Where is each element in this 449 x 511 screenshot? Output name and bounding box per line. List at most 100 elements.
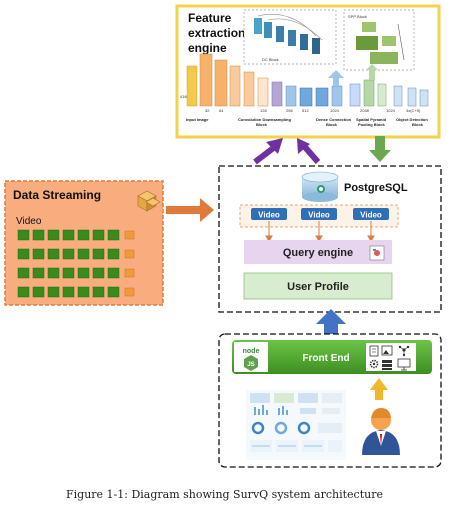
feature-extraction-block: Feature extraction engine DC Block SPP B… [175,4,441,139]
dim-2: 64 [219,108,224,113]
data-streaming-title: Data Streaming [13,188,101,202]
user-profile-label: User Profile [287,281,349,293]
video-frame [47,267,60,279]
video-frame [62,286,75,298]
dim-9: 3x(C+5) [406,108,421,113]
dc-block-inset: DC Block [243,9,337,65]
video-frame [17,267,30,279]
stream-marker [124,230,135,240]
video-frame [47,229,60,241]
spp-block-label: SPP Block [348,14,367,19]
video-frame [17,248,30,260]
database-icon [301,171,339,202]
dim-1: 32 [205,108,210,113]
frontend-label: Front End [302,353,349,364]
spatial-label-line2: Pooling Block [358,122,385,127]
spatial-label-line1: Spatial Pyramid [356,117,387,122]
blue-arrow-up [316,309,346,336]
video-tag-1-label: Video [258,211,280,220]
gear-icon [369,359,379,369]
video-tag-3: Video [353,208,389,220]
pipeline-labels: Input Image Convolution Downsampling Blo… [186,117,428,127]
video-frame [92,267,105,279]
document-icon [369,345,379,357]
video-frame [32,267,45,279]
video-frame [32,229,45,241]
object-label-line2: Block [412,122,424,127]
server-icon [382,360,392,370]
person-icon [362,408,400,455]
stream-marker [124,268,135,278]
video-label: Video [16,216,42,227]
feature-title-line2: extraction [188,26,245,40]
conv-label-line2: Block [256,122,268,127]
video-frame [107,267,120,279]
dense-label-line2: Block [326,122,338,127]
node-logo-text: node [243,348,260,355]
video-frame [47,248,60,260]
video-frame [107,248,120,260]
dashboard-icon [246,390,346,460]
spp-block-inset: SPP Block [343,9,415,71]
video-frame [32,248,45,260]
feature-title-line3: engine [188,41,227,55]
dim-8: 1024 [386,108,396,113]
conv-label-line1: Convolution Downsampling [238,117,291,122]
video-frame [107,286,120,298]
dim-5: 512 [302,108,309,113]
video-frame [107,229,120,241]
object-label-line1: Object Detection [396,117,428,122]
video-tag-1: Video [251,208,287,220]
video-tag-connectors [265,221,375,242]
video-tag-3-label: Video [360,211,382,220]
stream-border [4,180,164,306]
feature-title-line1: Feature [188,11,232,25]
video-frame [17,286,30,298]
video-frame [77,248,90,260]
node-js-logo: node JS [234,342,268,372]
video-frame [62,248,75,260]
database-block: PostgreSQL Video Video Video Query engin… [218,165,442,313]
dc-block-label: DC Block [262,57,279,62]
video-frame [62,229,75,241]
video-frame [77,229,90,241]
query-engine-icon [369,245,385,261]
video-frame [17,229,30,241]
dim-0: 416 [180,94,187,99]
user-profile-box [243,272,393,300]
video-tag-2-label: Video [308,211,330,220]
image-icon [381,345,393,356]
dim-6: 1024 [330,108,340,113]
video-frame [47,286,60,298]
query-engine-label: Query engine [283,247,353,259]
data-streaming-block: Data Streaming Video [4,180,164,306]
video-frame [77,267,90,279]
green-arrow-down [369,136,391,162]
dense-label-line1: Dense Connection [316,117,352,122]
video-grid [17,229,135,298]
video-frame [32,286,45,298]
video-frame [92,229,105,241]
pipeline-dimensions: 416 32 64 128 256 512 1024 2048 1024 3x(… [180,94,421,113]
stream-marker [124,249,135,259]
cube-icon [137,190,161,212]
purple-arrow-right [297,138,321,164]
node-logo-js: JS [247,362,254,368]
frontend-block: node JS Front End [218,333,442,468]
postgresql-label: PostgreSQL [344,182,408,194]
network-icon [398,345,410,357]
video-frame [92,286,105,298]
frontend-icon-panel [366,343,416,371]
query-engine-box [244,240,392,264]
monitor-icon [397,358,411,371]
yellow-arrow-up [370,378,388,400]
dim-3: 128 [260,108,267,113]
dim-7: 2048 [360,108,370,113]
network-pipeline [186,53,429,107]
video-tag-2: Video [301,208,337,220]
dim-4: 256 [286,108,293,113]
video-frame [92,248,105,260]
orange-arrow-right [166,198,214,222]
stream-marker [124,287,135,297]
